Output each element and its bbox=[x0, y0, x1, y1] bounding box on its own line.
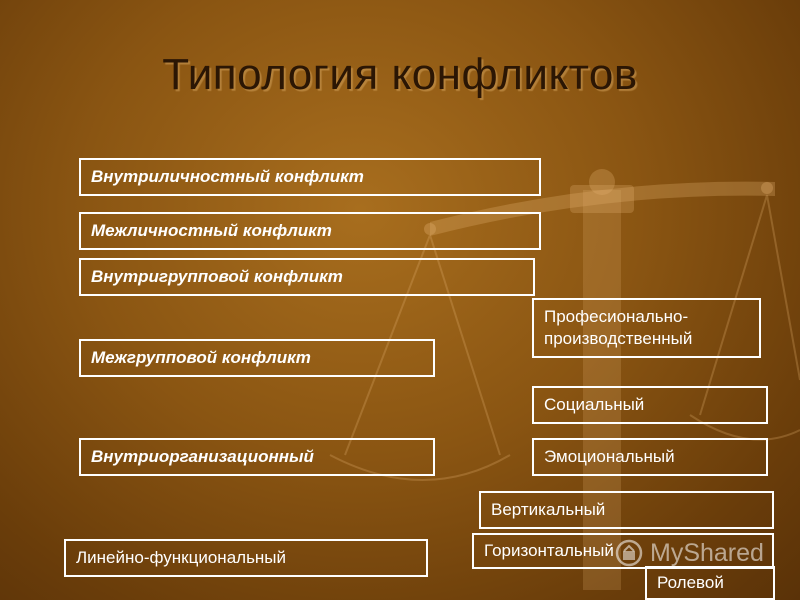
subtype-social: Социальный bbox=[532, 386, 768, 424]
type-interpersonal: Межличностный конфликт bbox=[79, 212, 541, 250]
type-intragroup: Внутригрупповой конфликт bbox=[79, 258, 535, 296]
subtype-emotional: Эмоциональный bbox=[532, 438, 768, 476]
watermark-text: MyShared bbox=[650, 538, 764, 567]
subtype-horizontal: Горизонтальный bbox=[472, 533, 774, 569]
subtype-vertical: Вертикальный bbox=[479, 491, 774, 529]
type-intraorganizational: Внутриорганизационный bbox=[79, 438, 435, 476]
type-intrapersonal: Внутриличностный конфликт bbox=[79, 158, 541, 196]
page-title: Типология конфликтов bbox=[162, 50, 638, 99]
myshared-logo-icon bbox=[615, 539, 643, 567]
subtype-role: Ролевой bbox=[645, 566, 775, 600]
subtype-professional: Професионально-производственный bbox=[532, 298, 761, 358]
subtype-linear-functional: Линейно-функциональный bbox=[64, 539, 428, 577]
watermark: MyShared bbox=[614, 538, 764, 568]
type-intergroup: Межгрупповой конфликт bbox=[79, 339, 435, 377]
